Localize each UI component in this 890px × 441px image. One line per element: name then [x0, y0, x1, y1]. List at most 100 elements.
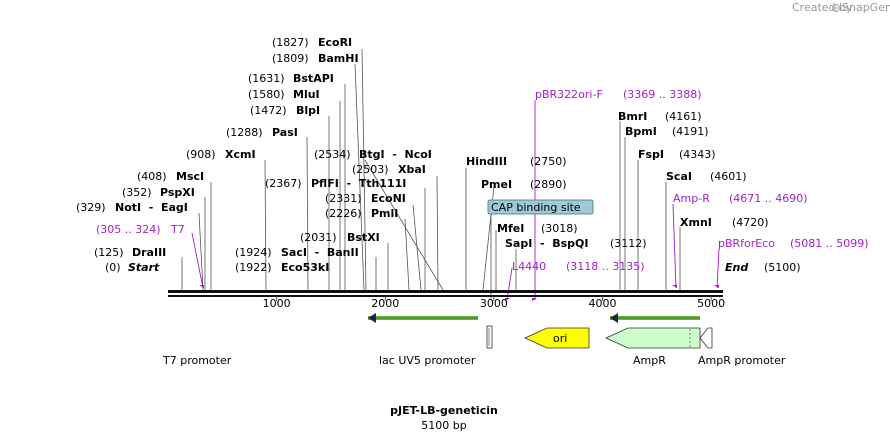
pmei-label: PmeI [481, 178, 512, 191]
saci-banii-label: SacI - BanII [281, 246, 359, 259]
bpmi-pos: (4191) [672, 125, 709, 138]
bmri-pos: (4161) [665, 110, 702, 123]
pbr322ori-f-label: pBR322ori-F [535, 88, 603, 101]
fspi-label: FspI [638, 148, 664, 161]
pmli-label: PmlI [371, 207, 398, 220]
site-labels: (1827) EcoRI (1809) BamHI (1631) BstAPI … [76, 36, 801, 274]
ruler-tick-label: 2000 [371, 297, 399, 310]
pbrforeco-range: (5081 .. 5099) [790, 237, 869, 250]
pbrforeco-primer-marker [714, 285, 719, 288]
pmli-pos: (2226) [325, 207, 362, 220]
l4440-primer-leader-line [506, 267, 513, 301]
snapgene-logo-icon [832, 4, 840, 12]
ampr-label: AmpR [633, 354, 666, 367]
ampr-promoter-arrow [699, 327, 713, 349]
xbai-label: XbaI [398, 163, 426, 176]
l4440-primer-marker [505, 298, 510, 301]
hindiii-pos: (2750) [530, 155, 567, 168]
xmni-pos: (4720) [732, 216, 769, 229]
primer-markers [199, 285, 719, 301]
end-label: End [725, 261, 748, 274]
amp-r-primer-leader-line [672, 203, 677, 289]
pbrforeco-primer-leader-line [716, 248, 720, 289]
mfei-pos: (3018) [541, 222, 578, 235]
pspxi-label: PspXI [160, 186, 195, 199]
btgi-ncoi-label: BtgI - NcoI [359, 148, 432, 161]
bstapi-pos: (1631) [248, 72, 285, 85]
bamhi-leader-line [354, 63, 365, 291]
dna-backbone [168, 290, 723, 297]
sapi-bspqi-label: SapI - BspQI [505, 237, 588, 250]
mlui-label: MluI [293, 88, 320, 101]
econi-pos: (2331) [325, 192, 362, 205]
xbai-leader-line [436, 175, 439, 291]
pbr322ori-f-range: (3369 .. 3388) [623, 88, 702, 101]
sapi-bspqi-pos: (3112) [610, 237, 647, 250]
feature-labels: T7 promoter lac UV5 promoter AmpR AmpR p… [162, 354, 786, 367]
mfei-label: MfeI [497, 222, 524, 235]
ruler-tick-label: 5000 [697, 297, 725, 310]
mlui-pos: (1580) [248, 88, 285, 101]
ruler-tick-label: 1000 [263, 297, 291, 310]
t7-primer-marker [199, 285, 204, 288]
pmei-pos: (2890) [530, 178, 567, 191]
lac-uv5-promoter-label: lac UV5 promoter [379, 354, 476, 367]
ruler-tick-label: 4000 [589, 297, 617, 310]
pasi-leader-line [306, 136, 309, 291]
plasmid-title: pJET-LB-geneticin [390, 404, 498, 417]
draiii-label: DraIII [132, 246, 166, 259]
pbrforeco-label: pBRforEco [718, 237, 775, 250]
fspi-pos: (4343) [679, 148, 716, 161]
pbr322ori-f-primer-marker [532, 298, 537, 301]
ampr-promoter-label: AmpR promoter [698, 354, 786, 367]
cap-binding-site-callout: CAP binding site [487, 199, 594, 300]
eco53ki-pos: (1922) [235, 261, 272, 274]
pspxi-pos: (352) [122, 186, 152, 199]
bamhi-label: BamHI [318, 52, 359, 65]
ecori-label: EcoRI [318, 36, 352, 49]
start-pos: (0) [105, 261, 121, 274]
xcmi-pos: (908) [186, 148, 216, 161]
saci-banii-pos: (1924) [235, 246, 272, 259]
blpi-pos: (1472) [250, 104, 287, 117]
snapgene-brand: SnapGene [842, 1, 890, 14]
econi-leader-line [412, 204, 422, 291]
noti-eagi-leader-line [198, 212, 204, 291]
ruler-tick-label: 3000 [480, 297, 508, 310]
btgi-ncoi-pos: (2534) [314, 148, 351, 161]
bamhi-pos: (1809) [272, 52, 309, 65]
feature-arrows: ori [368, 313, 713, 349]
pflfi-pos: (2367) [265, 177, 302, 190]
ruler: 1000 2000 3000 4000 5000 [263, 296, 725, 310]
scai-label: ScaI [666, 170, 692, 183]
ecori-leader-line [361, 48, 367, 291]
bstxi-pos: (2031) [300, 231, 337, 244]
draiii-pos: (125) [94, 246, 124, 259]
cap-binding-site-label: CAP binding site [491, 201, 581, 214]
bstxi-label: BstXI [347, 231, 380, 244]
l4440-label: L4440 [512, 260, 546, 273]
btgi-ncoi-leader-line [364, 159, 444, 291]
amp-r-primer-marker [672, 285, 677, 288]
msci-label: MscI [176, 170, 204, 183]
plasmid-length: 5100 bp [421, 419, 466, 432]
lac-uv5-promoter-hook-icon [486, 325, 493, 349]
ori-label: ori [553, 332, 567, 345]
lac-uv5-promoter-arrow [368, 313, 478, 323]
l4440-range: (3118 .. 3135) [566, 260, 645, 273]
eco53ki-label: Eco53kI [281, 261, 329, 274]
econi-label: EcoNI [371, 192, 406, 205]
ecori-pos: (1827) [272, 36, 309, 49]
ampr-arrow [605, 327, 701, 349]
ampr-promoter-line-arrow [610, 313, 700, 323]
blpi-label: BlpI [296, 104, 320, 117]
xmni-label: XmnI [680, 216, 712, 229]
noti-eagi-pos: (329) [76, 201, 106, 214]
scai-pos: (4601) [710, 170, 747, 183]
pmli-leader-line [404, 218, 410, 291]
t7-range: (305 .. 324) [96, 223, 161, 236]
t7-primer-leader-line [191, 232, 204, 289]
ori-arrow: ori [524, 327, 590, 349]
amp-r-range: (4671 .. 4690) [729, 192, 808, 205]
xcmi-leader-line [264, 159, 267, 291]
